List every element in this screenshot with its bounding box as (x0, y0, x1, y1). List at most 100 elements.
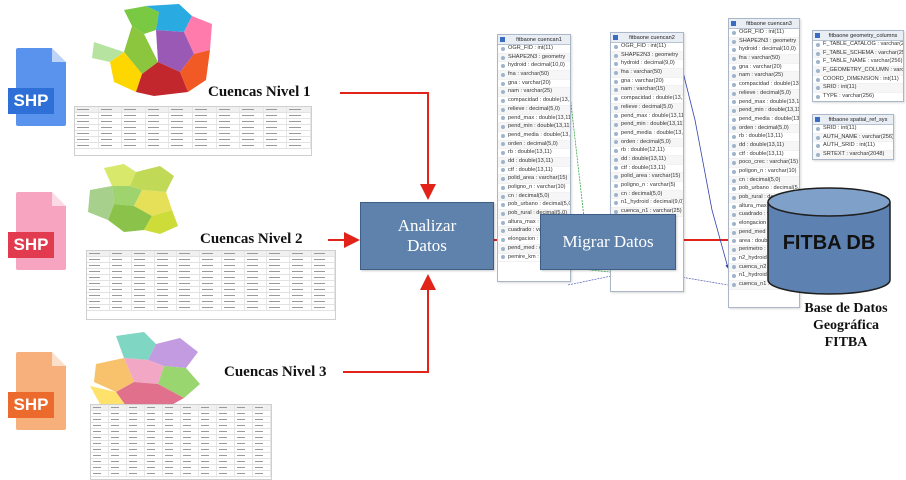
schema-field-text: relieve : decimal(5,0) (621, 103, 673, 110)
label-cuencas-nivel2: Cuencas Nivel 2 (200, 231, 303, 247)
field-key-icon (816, 144, 820, 149)
schema-field-row: SRTEXT : varchar(2048) (813, 151, 893, 159)
schema-field-row: nam : varchar(15) (611, 86, 683, 96)
field-key-icon (614, 131, 618, 136)
schema-field-row: cn : decimal(5,0) (498, 192, 570, 202)
schema-table-spatial-ref-sys: fitbaone spatial_ref_sys SRID : int(11)A… (812, 114, 894, 160)
schema-field-text: SHAPE2N3 : geometry (739, 37, 797, 44)
schema-field-text: gna : varchar(20) (739, 63, 782, 70)
schema-field-row: AUTH_SRID : int(11) (813, 142, 893, 152)
field-key-icon (732, 239, 736, 244)
schema-field-text: polid_area : varchar(15) (621, 173, 681, 180)
schema-field-text: n1_hydroid : decimal(9,0) (621, 199, 684, 206)
schema-field-text: pend_media : double(13,11) (508, 131, 571, 138)
schema-field-text: cn : decimal(5,0) (621, 190, 663, 197)
arrow-nivel3 (343, 274, 436, 373)
schema-field-row: pend_min : double(13,11) (729, 107, 799, 116)
schema-field-text: OGR_FID : int(11) (739, 29, 784, 35)
schema-field-text: SHAPE2N3 : geometry (508, 53, 566, 60)
schema-field-row: SHAPE2N3 : geometry (729, 37, 799, 47)
field-key-icon (501, 151, 505, 156)
field-key-icon (501, 55, 505, 60)
schema-field-text: fna : varchar(50) (621, 69, 663, 76)
schema-field-text: pend_max : double(13,11) (508, 114, 571, 121)
field-key-icon (614, 183, 618, 188)
field-key-icon (501, 220, 505, 225)
schema-field-row: fna : varchar(50) (729, 55, 799, 64)
field-key-icon (732, 56, 736, 61)
field-key-icon (501, 185, 505, 190)
shp-format-label: SHP (8, 392, 54, 418)
field-key-icon (732, 135, 736, 140)
schema-field-text: hydroid : decimal(10,0) (508, 62, 565, 69)
schema-field-row: poligon_n : varchar(10) (729, 168, 799, 177)
field-key-icon (614, 96, 618, 101)
schema-table-title: fitbaone cuencan1 (516, 36, 562, 43)
migrate-data-box: Migrar Datos (540, 214, 676, 270)
field-key-icon (816, 77, 820, 82)
schema-field-row: poco_crec : varchar(15) (729, 159, 799, 168)
schema-field-row: hydroid : decimal(10,0) (498, 62, 570, 72)
field-key-icon (501, 64, 505, 69)
field-key-icon (614, 209, 618, 214)
schema-field-text: relieve : decimal(5,0) (508, 105, 560, 112)
field-key-icon (732, 91, 736, 96)
field-key-icon (732, 204, 736, 209)
schema-field-row: pob_urbano : decimal(5,0) (729, 185, 800, 195)
schema-field-text: pemire_km : double(13,11) (508, 253, 570, 260)
schema-field-row: polid_area : varchar(15) (498, 175, 570, 184)
schema-field-text: pob_urbano : decimal(5,0) (739, 185, 800, 192)
field-key-icon (614, 53, 618, 58)
schema-field-text: SRID : int(11) (823, 84, 857, 91)
field-key-icon (614, 149, 618, 154)
schema-field-text: compacidad : double(13,11) (739, 81, 799, 88)
schema-field-text: SRTEXT : varchar(2048) (823, 151, 885, 158)
schema-field-row: fna : varchar(50) (498, 71, 570, 80)
schema-table-header: fitbaone cuencan3 (729, 19, 799, 29)
database-cylinder-icon (767, 187, 891, 295)
schema-field-row: n1_hydroid : decimal(9,0) (611, 199, 684, 209)
schema-field-row: pemire_km : double(13,11) (498, 254, 570, 263)
field-key-icon (732, 265, 736, 270)
schema-field-row: COORD_DIMENSION : int(11) (813, 76, 903, 85)
schema-field-text: compacidad : double(13,11) (508, 97, 571, 104)
field-key-icon (614, 140, 618, 145)
schema-field-row: TYPE : varchar(256) (813, 93, 903, 101)
schema-field-row: gna : varchar(20) (611, 78, 683, 87)
schema-field-text: pend_media : double(13,11) (739, 115, 800, 122)
field-key-icon (501, 246, 505, 251)
field-key-icon (732, 143, 736, 148)
schema-field-row: area : double(13,11) (729, 238, 799, 247)
field-key-icon (732, 74, 736, 79)
schema-field-row: pend_media : double(13,11) (729, 116, 799, 125)
field-key-icon (614, 88, 618, 93)
schema-field-text: dd : double(13,11) (739, 141, 784, 148)
schema-field-row: pob_rural : decimal(5,0) (498, 210, 570, 219)
schema-field-row: relieve : decimal(5,0) (729, 89, 799, 99)
field-key-icon (501, 98, 505, 103)
schema-field-text: rb : double(13,11) (508, 149, 552, 156)
schema-field-row: cn : decimal(5,0) (729, 176, 799, 186)
schema-field-text: hydroid : decimal(10,0) (739, 46, 796, 53)
field-key-icon (816, 152, 820, 157)
schema-field-text: AUTH_NAME : varchar(256) (823, 133, 894, 140)
schema-table-title: fitbaone spatial_ref_sys (828, 116, 888, 123)
attribute-table-nivel3 (90, 404, 272, 480)
schema-field-text: nam : varchar(15) (621, 86, 666, 93)
schema-field-row: SRID : int(11) (813, 84, 903, 94)
schema-field-row: gna : varchar(20) (729, 64, 799, 73)
field-key-icon (732, 82, 736, 87)
schema-field-text: COORD_DIMENSION : int(11) (823, 75, 899, 82)
schema-field-text: cn : decimal(5,0) (739, 176, 781, 183)
schema-field-row: SRID : int(11) (813, 125, 893, 134)
schema-field-text: fna : varchar(50) (739, 55, 781, 62)
schema-field-row: dd : double(13,11) (729, 141, 799, 151)
table-icon (613, 35, 618, 40)
field-key-icon (614, 166, 618, 171)
field-key-icon (732, 100, 736, 105)
field-key-icon (501, 177, 505, 182)
arrow-nivel1 (340, 92, 436, 200)
field-key-icon (614, 105, 618, 110)
attribute-table-nivel2 (86, 250, 336, 320)
